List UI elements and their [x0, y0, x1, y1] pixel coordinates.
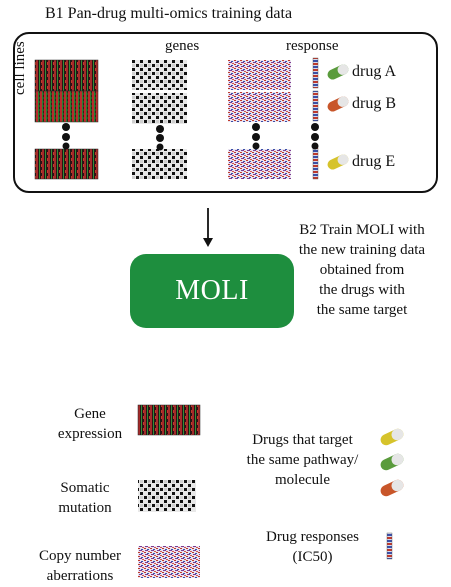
legend-pill-icon-yellow	[380, 428, 404, 446]
legend-text-line: Gene	[74, 406, 106, 422]
legend-text-line: expression	[57, 426, 123, 442]
response-bar-a	[312, 57, 319, 89]
expression-matrix-b	[34, 90, 99, 123]
drug-label-a: drug A	[352, 63, 396, 80]
legend-drugs-same-target: Drugs that target the same pathway/ mole…	[235, 430, 370, 490]
b2-line: obtained from	[319, 262, 405, 278]
ellipsis-dot	[156, 125, 164, 133]
legend-somatic-mutation: Somatic mutation	[40, 478, 130, 518]
pill-icon-yellow	[327, 154, 349, 170]
cna-matrix-b	[228, 92, 291, 122]
ellipsis-dot	[252, 123, 260, 131]
response-bar-b	[312, 90, 319, 122]
genes-header: genes	[165, 38, 200, 54]
legend-cna-swatch	[138, 546, 200, 578]
legend-mutation-swatch	[138, 480, 196, 512]
ellipsis-dot	[156, 143, 164, 151]
legend-text-line: aberrations	[46, 568, 114, 584]
ellipsis-dot	[252, 133, 260, 141]
ellipsis-dot	[62, 142, 70, 150]
mutation-matrix-e	[132, 149, 187, 179]
b2-line: the same target	[316, 302, 408, 318]
mutation-matrix-b	[132, 93, 187, 124]
pill-icon-orange	[327, 96, 349, 112]
drug-label-b: drug B	[352, 95, 396, 112]
legend-drug-responses: Drug responses (IC50)	[250, 527, 375, 567]
ellipsis-dot	[252, 142, 260, 150]
legend-text-line: (IC50)	[292, 549, 333, 565]
ellipsis-dot	[156, 134, 164, 142]
b2-line: the drugs with	[319, 282, 405, 298]
b1-title: B1 Pan-drug multi-omics training data	[45, 5, 293, 22]
response-bar-e	[312, 147, 319, 180]
b2-line: the new training data	[298, 242, 426, 258]
legend-text-line: Copy number	[38, 548, 122, 564]
ellipsis-dot	[62, 123, 70, 131]
cna-matrix-e	[228, 149, 291, 179]
ellipsis-dot	[311, 123, 319, 131]
ellipsis-dot	[311, 133, 319, 141]
ellipsis-dot	[311, 142, 319, 150]
legend-response-swatch	[386, 532, 393, 560]
arrow-head-icon	[203, 238, 213, 247]
legend-pill-icon-orange	[380, 479, 404, 497]
pill-icon-green	[327, 64, 349, 80]
moli-label: MOLI	[175, 275, 249, 306]
training-data-panel	[13, 32, 438, 193]
expression-matrix-e	[34, 148, 99, 180]
mutation-matrix-a	[132, 60, 187, 90]
legend-text-line: molecule	[275, 472, 330, 488]
cna-matrix-a	[228, 60, 291, 90]
legend-pill-icon-green	[380, 453, 404, 471]
legend-text-line: Somatic	[60, 480, 110, 496]
legend-text-line: the same pathway/	[246, 452, 359, 468]
b2-line: B2 Train MOLI with	[299, 222, 425, 238]
legend-expression-swatch	[137, 404, 201, 436]
drug-label-e: drug E	[352, 153, 396, 170]
legend-text-line: mutation	[58, 500, 112, 516]
legend-copy-number: Copy number aberrations	[25, 546, 135, 586]
legend-gene-expression: Gene expression	[45, 404, 135, 444]
ellipsis-dot	[62, 133, 70, 141]
legend-text-line: Drugs that target	[252, 432, 353, 448]
legend-text-line: Drug responses	[266, 529, 359, 545]
moli-model-box: MOLI	[130, 254, 294, 328]
b2-description: B2 Train MOLI with the new training data…	[282, 220, 442, 320]
expression-matrix-a	[34, 59, 99, 92]
response-header: response	[286, 38, 339, 54]
